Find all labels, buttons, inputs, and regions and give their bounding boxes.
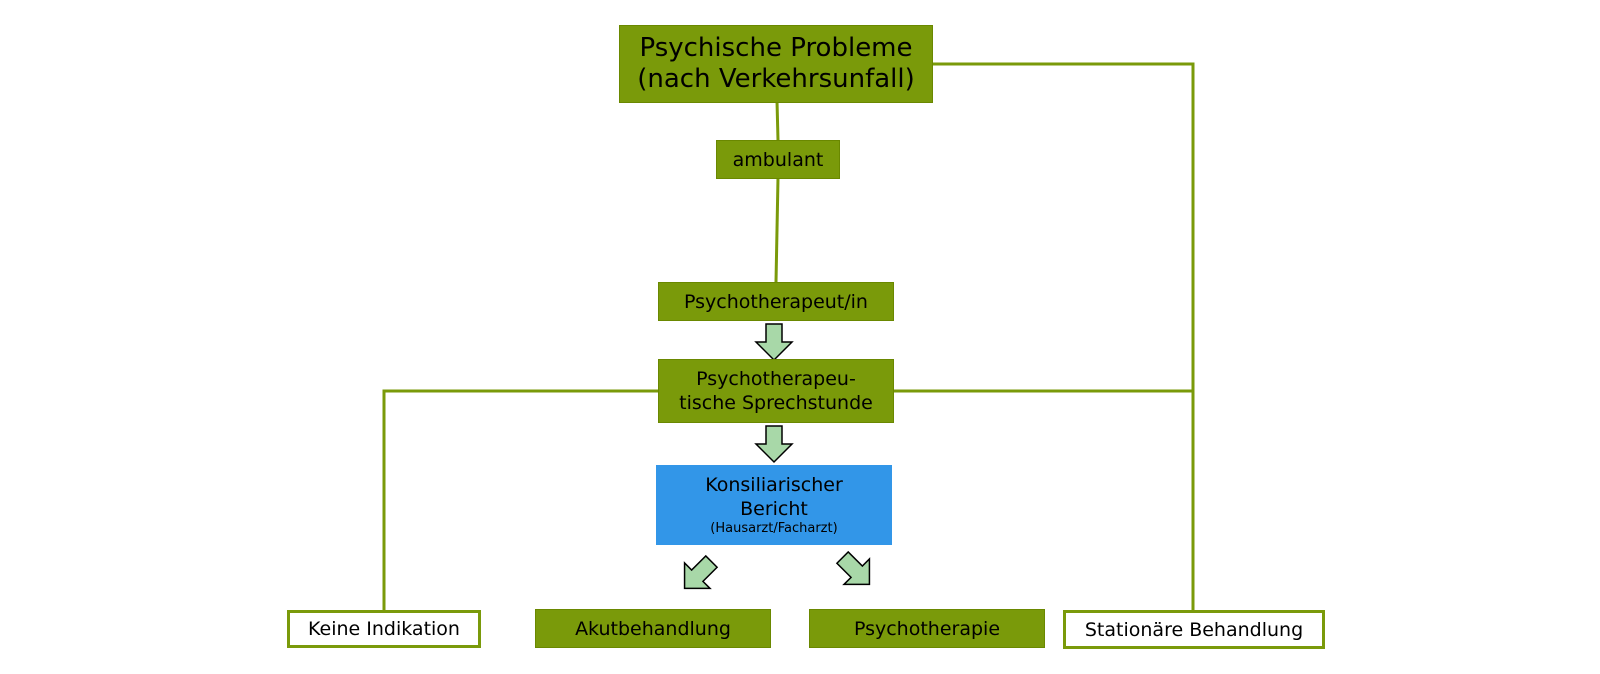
node-akutbehandlung-label: Akutbehandlung [575,617,731,640]
node-ambulant-label: ambulant [732,148,824,171]
node-sprechstunde: Psychotherapeu- tische Sprechstunde [658,359,894,423]
node-keine-indikation: Keine Indikation [287,610,481,648]
node-konsiliarischer-bericht: Konsiliarischer Bericht (Hausarzt/Fachar… [656,465,892,545]
node-psychische-probleme: Psychische Probleme (nach Verkehrsunfall… [619,25,933,103]
node-konsiliarischer-bericht-line1: Konsiliarischer [705,474,843,496]
edge-root-ambulant [775,100,780,141]
block-arrow-down-right [835,550,871,586]
edge-consultation-no-indication [382,389,659,611]
node-keine-indikation-label: Keine Indikation [308,618,460,640]
edge-ambulant-psychotherapist [774,177,780,283]
node-sprechstunde-line1: Psychotherapeu- [696,368,856,390]
node-konsiliarischer-bericht-note: (Hausarzt/Facharzt) [710,521,838,536]
node-psychotherapie-label: Psychotherapie [853,617,1001,640]
block-arrow-down-left [683,554,719,590]
node-psychotherapeut-label: Psychotherapeut/in [684,290,868,313]
node-konsiliarischer-bericht-line2: Bericht [740,498,808,520]
node-stationaere-behandlung: Stationäre Behandlung [1063,610,1325,649]
node-psychische-probleme-line1: Psychische Probleme [639,33,913,63]
edge-root-inpatient [933,62,1195,612]
node-psychotherapie: Psychotherapie [809,609,1045,648]
node-ambulant: ambulant [716,140,840,179]
block-arrow-down-2 [754,425,794,464]
node-psychotherapeut: Psychotherapeut/in [658,282,894,321]
node-akutbehandlung: Akutbehandlung [535,609,771,648]
block-arrow-down-1 [754,323,794,362]
node-stationaere-behandlung-label: Stationäre Behandlung [1084,618,1304,641]
node-sprechstunde-line2: tische Sprechstunde [679,392,873,414]
node-psychische-probleme-line2: (nach Verkehrsunfall) [637,64,915,94]
